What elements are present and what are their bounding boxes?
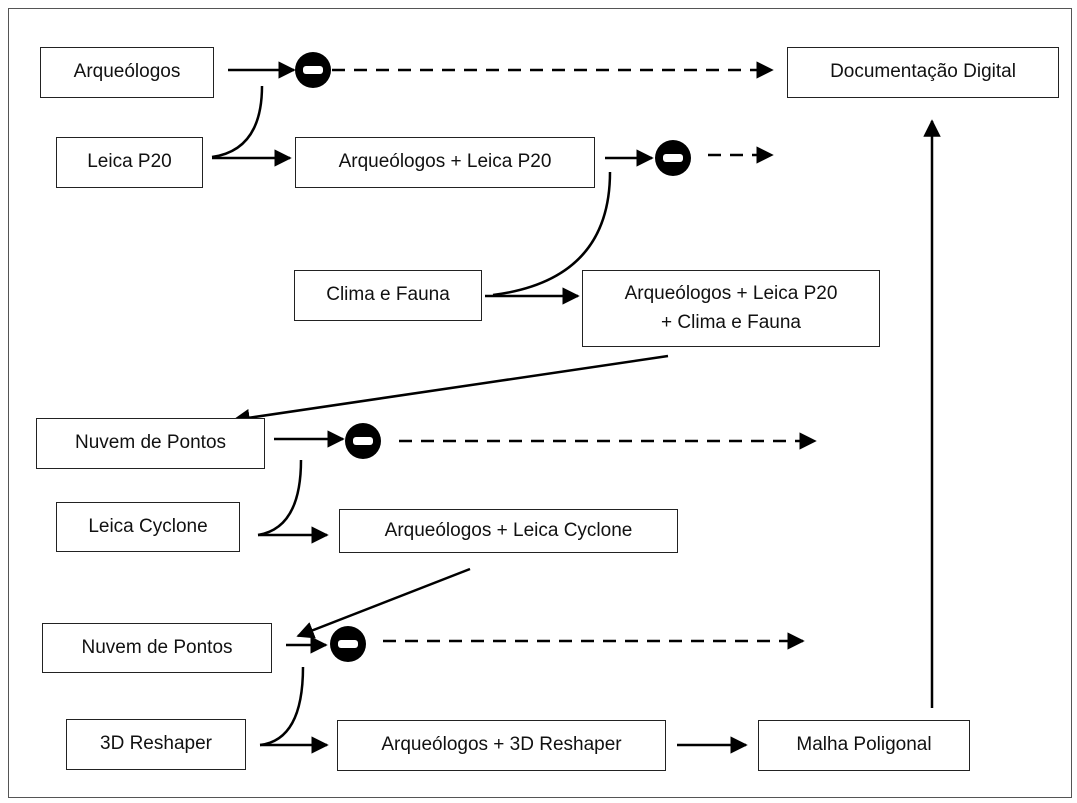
curve-leica-p20-join <box>211 85 264 159</box>
node-documentacao-digital: Documentação Digital <box>787 47 1059 98</box>
node-malha-poligonal: Malha Poligonal <box>758 720 970 771</box>
node-arqueologos: Arqueólogos <box>40 47 214 98</box>
node-arqueologos-3d-reshaper: Arqueólogos + 3D Reshaper <box>337 720 666 771</box>
node-arqueologos-leica-p20: Arqueólogos + Leica P20 <box>295 137 595 188</box>
node-clima-fauna: Clima e Fauna <box>294 270 482 321</box>
node-arqueologos-leica-p20-clima-fauna: Arqueólogos + Leica P20 + Clima e Fauna <box>582 270 880 347</box>
curve-clima-fauna-join <box>492 171 612 297</box>
arrow-cyclone-combined-to-nuvem-2 <box>296 567 471 639</box>
no-entry-icon <box>655 140 691 176</box>
node-line-1: Arqueólogos + Leica P20 <box>624 283 838 304</box>
no-entry-icon <box>330 626 366 662</box>
arrow-combined-to-nuvem-1 <box>232 354 669 427</box>
node-nuvem-de-pontos-2: Nuvem de Pontos <box>42 623 272 673</box>
no-entry-icon <box>345 423 381 459</box>
node-line-2: + Clima e Fauna <box>661 311 801 333</box>
node-leica-cyclone: Leica Cyclone <box>56 502 240 552</box>
node-3d-reshaper: 3D Reshaper <box>66 719 246 770</box>
node-nuvem-de-pontos-1: Nuvem de Pontos <box>36 418 265 469</box>
curve-leica-cyclone-join <box>257 459 303 537</box>
no-entry-icon <box>295 52 331 88</box>
diagram-frame <box>8 8 1072 798</box>
node-leica-p20: Leica P20 <box>56 137 203 188</box>
curve-3d-reshaper-join <box>259 666 305 747</box>
node-arqueologos-leica-cyclone: Arqueólogos + Leica Cyclone <box>339 509 678 553</box>
